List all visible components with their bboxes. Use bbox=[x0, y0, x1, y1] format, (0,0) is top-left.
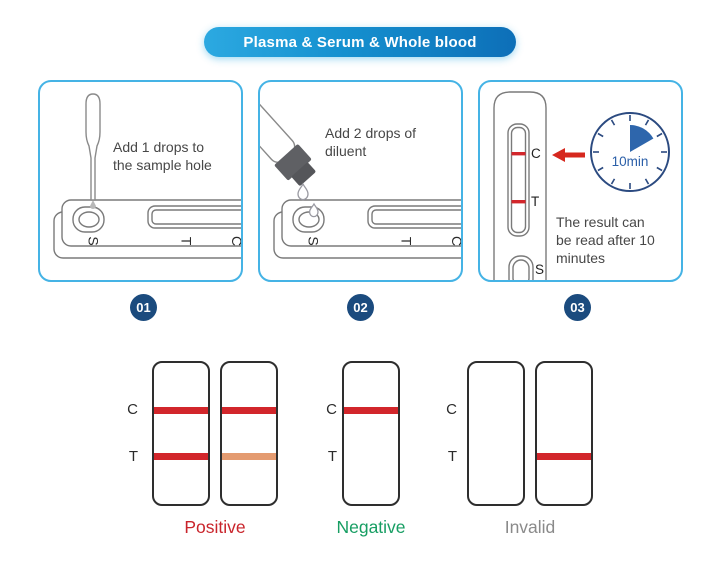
cassette-top-view bbox=[273, 199, 461, 259]
control-line bbox=[222, 407, 276, 414]
droplet-icon bbox=[90, 200, 96, 209]
strip-row bbox=[342, 361, 400, 506]
control-line bbox=[511, 152, 526, 156]
step-panel-3: 10min The result can be read after 10 mi… bbox=[478, 80, 683, 282]
arrow-left-icon bbox=[552, 148, 585, 162]
diluent-bottle-icon bbox=[260, 90, 319, 218]
result-caption-negative: Negative bbox=[336, 517, 406, 537]
step-badge-1: 01 bbox=[130, 294, 157, 321]
step-instruction: Add 2 drops of diluent bbox=[325, 125, 417, 159]
test-line bbox=[511, 200, 526, 204]
test-line bbox=[537, 453, 591, 460]
strip-row bbox=[467, 361, 593, 506]
control-line-label: C bbox=[531, 146, 541, 161]
test-strip bbox=[467, 361, 525, 506]
dropper-icon bbox=[85, 93, 101, 201]
control-row-label: C bbox=[446, 401, 457, 418]
test-line bbox=[154, 453, 208, 460]
test-row-label: T bbox=[128, 448, 138, 465]
banner-label: Plasma & Serum & Whole blood bbox=[243, 33, 477, 51]
control-line bbox=[154, 407, 208, 414]
control-line-label: C bbox=[229, 236, 241, 246]
test-row-label: T bbox=[447, 448, 457, 465]
result-note: The result can be read after 10 minutes bbox=[556, 214, 655, 266]
step-panel-2: Add 2 drops of diluent S T C bbox=[258, 80, 463, 282]
test-strip bbox=[220, 361, 278, 506]
cassette-front-view bbox=[493, 91, 547, 280]
step-badge-3: 03 bbox=[564, 294, 591, 321]
sample-type-banner: Plasma & Serum & Whole blood bbox=[204, 27, 516, 57]
sample-hole-label: S bbox=[535, 262, 545, 277]
result-caption-positive: Positive bbox=[184, 517, 246, 537]
droplet-icon bbox=[297, 182, 319, 218]
step-badge-2: 02 bbox=[347, 294, 374, 321]
test-strip bbox=[152, 361, 210, 506]
sample-hole-label: S bbox=[85, 236, 102, 246]
result-caption-invalid: Invalid bbox=[504, 517, 556, 537]
test-strip bbox=[535, 361, 593, 506]
strip-row bbox=[152, 361, 278, 506]
test-strip bbox=[342, 361, 400, 506]
control-row-label: C bbox=[127, 401, 138, 418]
timer-wedge bbox=[630, 124, 654, 152]
test-line bbox=[222, 453, 276, 460]
control-line-label: C bbox=[449, 236, 461, 246]
step-instruction: Add 1 drops to the sample hole bbox=[113, 139, 212, 173]
timer-duration-label: 10min bbox=[611, 154, 649, 169]
control-row-label: C bbox=[326, 401, 337, 418]
cassette-top-view bbox=[53, 199, 241, 259]
control-line bbox=[344, 407, 398, 414]
sample-hole-label: S bbox=[305, 236, 322, 246]
test-line-label: T bbox=[398, 236, 415, 246]
step-panel-1: Add 1 drops to the sample hole S T C bbox=[38, 80, 243, 282]
test-line-label: T bbox=[531, 194, 540, 209]
test-row-label: T bbox=[327, 448, 337, 465]
timer-icon bbox=[590, 112, 670, 192]
test-line-label: T bbox=[178, 236, 195, 246]
